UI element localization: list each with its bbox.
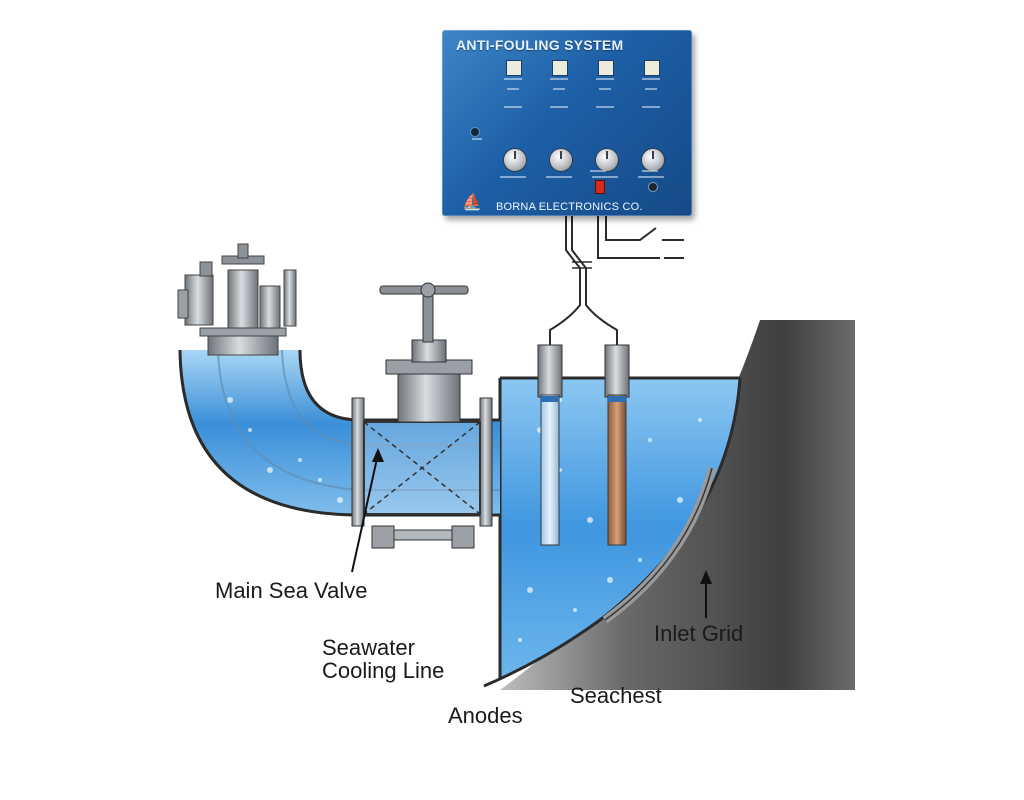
company-name: BORNA ELECTRONICS CO. — [496, 201, 643, 213]
seawater-cooling-line — [180, 350, 500, 515]
power-feed-line — [597, 216, 684, 259]
channel-knob[interactable] — [641, 148, 665, 172]
panel-title: ANTI-FOULING SYSTEM — [456, 37, 624, 53]
channel-2 — [540, 58, 580, 188]
label-anodes: Anodes — [448, 703, 523, 728]
power-switch[interactable] — [595, 180, 605, 194]
channel-meter — [552, 60, 568, 76]
channel-knob[interactable] — [503, 148, 527, 172]
channel-knob[interactable] — [549, 148, 573, 172]
label-inlet-grid: Inlet Grid — [654, 621, 744, 646]
label-seawater-line-2: Cooling Line — [322, 658, 445, 683]
company-logo-icon: ⛵ — [462, 194, 482, 211]
indicator-led — [470, 127, 480, 137]
channel-meter — [598, 60, 614, 76]
anode-right — [604, 344, 630, 546]
label-main-sea-valve: Main Sea Valve — [215, 578, 368, 603]
label-seachest: Seachest — [570, 683, 662, 708]
anti-fouling-control-panel: ANTI-FOULING SYSTEM — [442, 30, 692, 216]
channel-meter — [506, 60, 522, 76]
channel-meter — [644, 60, 660, 76]
main-sea-valve — [351, 282, 493, 549]
strainer-assembly — [177, 243, 297, 356]
anode-cable — [549, 216, 618, 345]
water-bubbles — [227, 397, 702, 642]
arrow-icon — [700, 570, 712, 584]
anode-left — [537, 344, 563, 546]
channel-1 — [494, 58, 534, 188]
arrow-icon — [351, 453, 379, 573]
channel-knob[interactable] — [595, 148, 619, 172]
channel-3 — [586, 58, 626, 188]
label-seawater-line-1: Seawater — [322, 635, 415, 660]
arrow-icon — [372, 448, 384, 462]
channel-4 — [632, 58, 672, 188]
reset-button[interactable] — [648, 182, 658, 192]
